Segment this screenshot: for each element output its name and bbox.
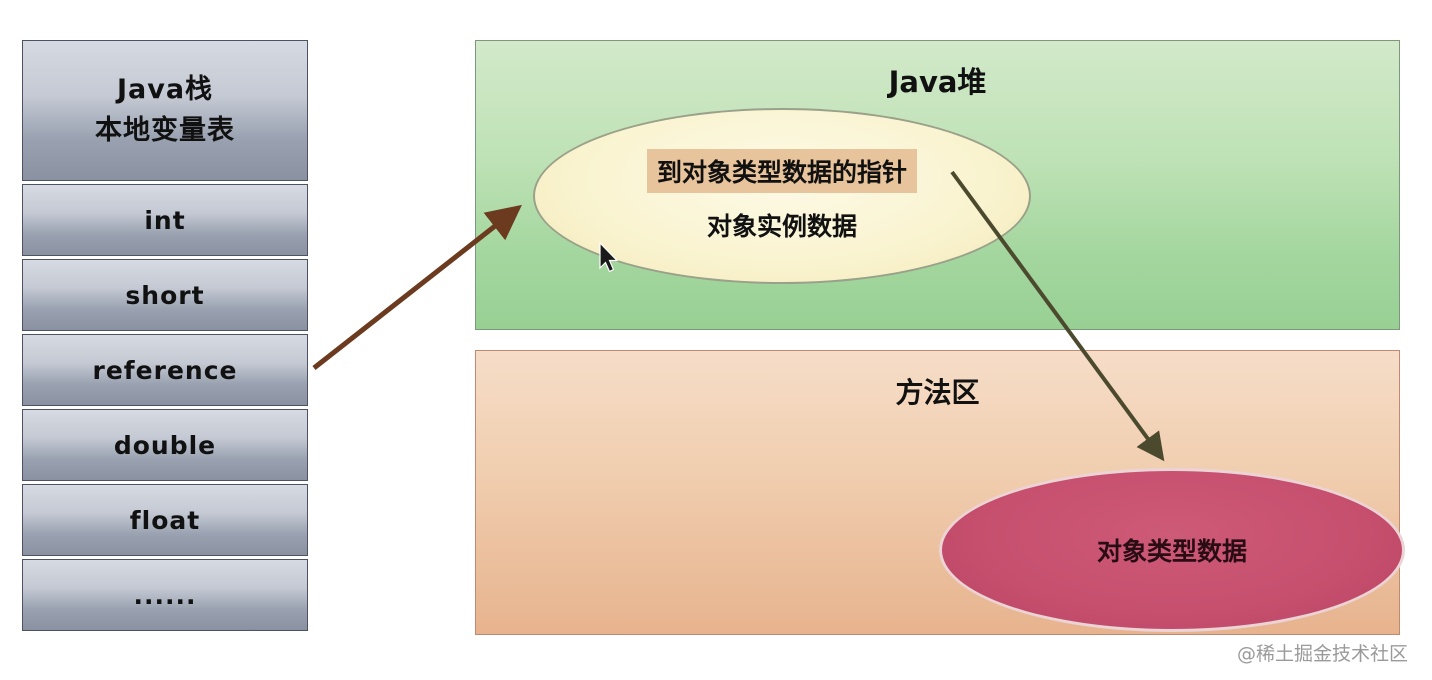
java-heap-title: Java堆: [888, 65, 987, 99]
java-stack-table: Java栈 本地变量表 int short reference double f…: [22, 40, 308, 631]
stack-cell-ellipsis: ......: [22, 559, 308, 631]
watermark: @稀土掘金技术社区: [1236, 643, 1408, 665]
stack-cell-reference: reference: [22, 334, 308, 406]
object-ellipse: 到对象类型数据的指针 对象实例数据: [533, 108, 1031, 284]
object-type-data-ellipse: 对象类型数据: [939, 468, 1405, 632]
java-heap-box: Java堆 到对象类型数据的指针 对象实例数据: [475, 40, 1400, 330]
stack-cell-int: int: [22, 184, 308, 256]
stack-cell-float: float: [22, 484, 308, 556]
method-area-box: 方法区 对象类型数据: [475, 350, 1405, 635]
stack-cell-double: double: [22, 409, 308, 481]
stack-header: Java栈 本地变量表: [22, 40, 308, 181]
object-instance-data-label: 对象实例数据: [706, 212, 857, 241]
method-area-title: 方法区: [895, 376, 980, 409]
pointer-to-type-data-label: 到对象类型数据的指针: [646, 149, 917, 193]
stack-cell-short: short: [22, 259, 308, 331]
object-type-data-label: 对象类型数据: [1096, 537, 1247, 566]
stack-title-line1: Java栈: [116, 74, 214, 105]
stack-title-line2: 本地变量表: [95, 114, 235, 146]
